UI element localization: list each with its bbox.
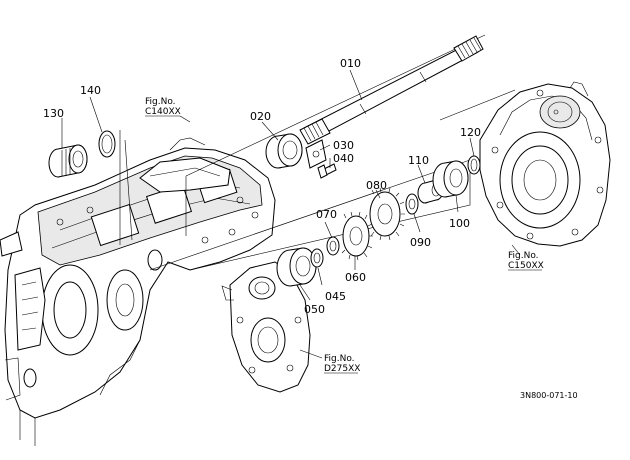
part-100-ball-bearing: [432, 160, 469, 198]
bearing-case: [221, 261, 311, 393]
fig-ref-d275-number: D275XX: [324, 364, 360, 374]
fig-ref-c150-prefix: Fig.No.: [508, 251, 539, 261]
label-part-030: 030: [333, 139, 354, 152]
leader-lines: [61, 69, 521, 359]
label-part-040: 040: [333, 152, 354, 165]
label-part-080: 080: [366, 179, 387, 192]
fig-ref-d275-prefix: Fig.No.: [324, 354, 355, 364]
label-part-050: 050: [304, 303, 325, 316]
fig-ref-c140-number: C140XX: [145, 107, 181, 117]
part-140-snap-ring: [98, 130, 116, 158]
part-070-washer: [326, 236, 340, 256]
label-part-070: 070: [316, 208, 337, 221]
fig-ref-c140: Fig.No. C140XX: [145, 97, 181, 117]
label-part-010: 010: [340, 57, 361, 70]
label-part-120: 120: [460, 126, 481, 139]
label-part-045: 045: [325, 290, 346, 303]
drawing-number: 3N800-071-10: [520, 391, 578, 400]
part-030-stopper-plate: [305, 139, 327, 169]
label-part-020: 020: [250, 110, 271, 123]
part-120-snap-ring: [467, 155, 481, 175]
clutch-housing-cover: [479, 81, 611, 247]
label-part-090: 090: [410, 236, 431, 249]
label-part-140: 140: [80, 84, 101, 97]
transmission-case: [0, 137, 276, 446]
part-040-bolt: [317, 163, 337, 179]
part-080-gear: [369, 187, 405, 241]
part-045-collar: [310, 248, 324, 268]
part-090-thrust-washer: [405, 193, 419, 215]
label-part-130: 130: [43, 107, 64, 120]
fig-ref-d275: Fig.No. D275XX: [324, 354, 360, 374]
fig-ref-c150-number: C150XX: [508, 261, 544, 271]
fig-ref-c140-prefix: Fig.No.: [145, 97, 176, 107]
part-050-ball-bearing: [276, 247, 317, 287]
part-020-ball-bearing: [265, 133, 303, 169]
part-130-sleeve: [48, 144, 88, 178]
label-part-100: 100: [449, 217, 470, 230]
part-010-main-shaft: [299, 35, 484, 145]
label-part-110: 110: [408, 154, 429, 167]
part-060-gear: [341, 211, 373, 261]
assembly-guide-lines: [119, 34, 516, 271]
fig-ref-c150: Fig.No. C150XX: [508, 251, 544, 271]
label-part-060: 060: [345, 271, 366, 284]
